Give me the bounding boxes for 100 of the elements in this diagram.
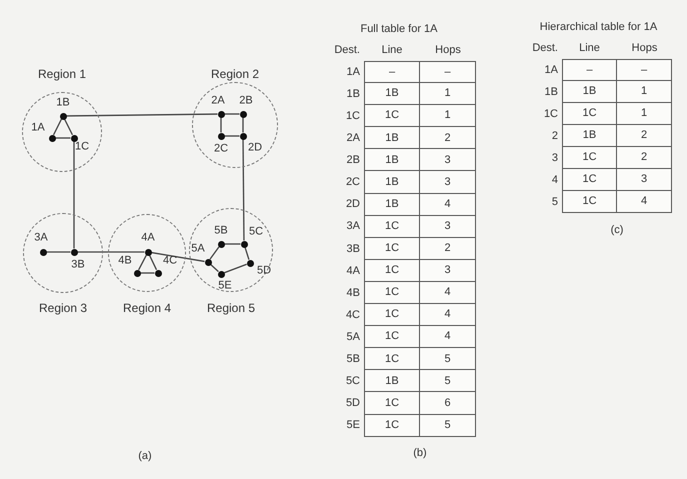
table-cell: 1C	[364, 216, 420, 238]
router-label: 5A	[191, 244, 205, 254]
table-cell: 1B	[562, 81, 617, 103]
row-label: 1B	[544, 84, 558, 100]
row-label: 5C	[346, 374, 360, 390]
table-cell: 1B	[562, 125, 617, 147]
router-label: 2C	[214, 144, 228, 154]
row-label: 5	[552, 194, 558, 210]
link-line	[46, 251, 70, 253]
table-cell: 1C	[562, 169, 617, 191]
link-line	[56, 137, 70, 139]
table-cell: 1	[420, 83, 476, 106]
router-label: 2D	[248, 142, 262, 154]
row-label: 2	[552, 128, 558, 144]
link-line	[52, 118, 62, 136]
row-label: 2B	[346, 153, 360, 168]
table-cell: 1C	[364, 414, 420, 437]
table-cell: 1	[617, 81, 672, 103]
table-cell: 5	[420, 414, 476, 437]
table-cell: 6	[420, 392, 476, 414]
table-cell: 4	[420, 282, 476, 304]
row-label: 2A	[346, 131, 360, 146]
column-header: Line	[579, 40, 600, 56]
router-label: 2B	[239, 96, 253, 106]
column-header: Dest.	[334, 42, 360, 58]
table-cell: 1C	[562, 103, 617, 125]
table-cell: 5	[420, 370, 476, 392]
table-cell: –	[420, 61, 476, 84]
table-cell: 2	[617, 125, 672, 147]
row-label: 1C	[544, 106, 558, 122]
table-title: Full table for 1A	[360, 22, 438, 37]
table-cell: 4	[420, 326, 476, 348]
table-cell: –	[364, 61, 420, 84]
row-label: 5E	[346, 418, 360, 434]
link-line	[210, 264, 219, 272]
column-header: Hops	[435, 42, 461, 58]
link-line	[224, 243, 240, 245]
row-label: 3A	[346, 219, 360, 234]
row-label: 4C	[346, 308, 360, 323]
router-label: 5C	[248, 226, 264, 238]
router-label: 4B	[118, 256, 132, 266]
row-label: 4B	[346, 286, 360, 301]
link-line	[244, 247, 250, 260]
table-cell: 1	[420, 105, 476, 128]
link-line	[148, 254, 158, 270]
row-label: 4	[552, 172, 558, 188]
row-label: 1A	[346, 64, 360, 80]
table-cell: –	[617, 59, 672, 81]
link-line	[224, 135, 240, 137]
router-label: 5B	[214, 226, 228, 236]
row-label: 5A	[346, 330, 360, 345]
row-label: 1B	[346, 86, 360, 102]
row-label: 4A	[346, 264, 360, 279]
table-cell: 3	[617, 169, 672, 191]
column-header: Line	[382, 42, 402, 58]
table-cell: 1B	[364, 194, 420, 216]
router-label: 2A	[211, 96, 225, 106]
table-cell: 3	[420, 171, 476, 194]
table-cell: 4	[617, 191, 672, 213]
row-label: 2C	[346, 175, 360, 190]
table-cell: 1C	[364, 392, 420, 414]
router-label: 4C	[162, 256, 178, 266]
router-label: 1A	[31, 122, 45, 134]
table-cell: 1B	[364, 127, 420, 150]
region-label: Region 2	[210, 66, 260, 83]
table-cell: 3	[420, 149, 476, 172]
link-line	[220, 118, 222, 132]
table-cell: 1C	[364, 282, 420, 304]
table-cell: 3	[420, 216, 476, 238]
region-label: Region 3	[38, 300, 88, 317]
row-label: 3	[552, 150, 558, 166]
link-line	[242, 140, 245, 240]
router-label: 3A	[34, 232, 48, 244]
table-cell: 2	[420, 238, 476, 260]
router-label: 4A	[141, 232, 155, 244]
table-cell: 1B	[364, 83, 420, 106]
row-label: 2D	[346, 197, 360, 212]
table-cell: 1C	[562, 191, 617, 213]
panel-label: (b)	[413, 446, 427, 461]
router-label: 3B	[71, 260, 85, 270]
region-label: Region 4	[122, 300, 172, 317]
link-line	[64, 118, 74, 136]
column-header: Hops	[632, 40, 658, 56]
router-label: 5D	[256, 266, 272, 276]
table-cell: 1C	[364, 348, 420, 370]
table-cell: 1B	[364, 370, 420, 392]
table-cell: 1	[617, 103, 672, 125]
row-label: 5B	[346, 352, 360, 368]
table-cell: 1C	[562, 147, 617, 169]
link-line	[224, 264, 247, 274]
row-label: 5D	[346, 396, 360, 412]
table-cell: 1C	[364, 238, 420, 260]
row-label: 1A	[544, 62, 558, 78]
link-line	[138, 254, 147, 270]
row-label: 3B	[346, 242, 360, 257]
column-header: Dest.	[532, 40, 558, 56]
table-cell: 4	[420, 304, 476, 326]
table-cell: 3	[420, 260, 476, 282]
table-cell: 4	[420, 194, 476, 216]
router-label: 5E	[218, 280, 232, 292]
